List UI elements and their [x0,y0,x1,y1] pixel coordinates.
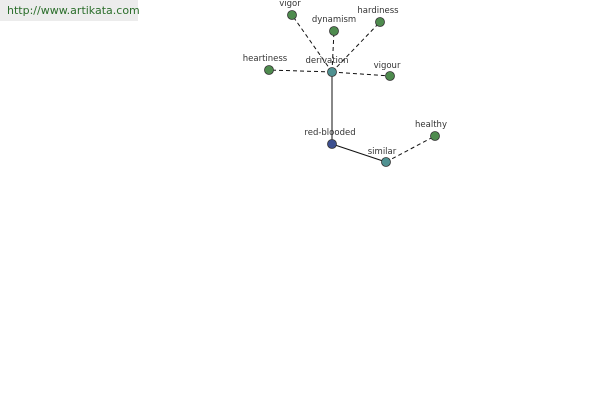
node-circle-derivation[interactable] [327,67,337,77]
node-healthy[interactable]: healthy [415,120,447,141]
node-label-derivation: derivation [305,56,348,66]
node-label-heartiness: heartiness [243,54,288,64]
node-vigour[interactable]: vigour [374,61,401,81]
node-similar[interactable]: similar [368,147,397,167]
node-circle-healthy[interactable] [430,131,440,141]
source-banner: http://www.artikata.com [0,0,140,21]
node-circle-heartiness[interactable] [264,65,274,75]
edge-derivation-vigour [331,71,391,77]
node-label-dynamism: dynamism [312,15,356,25]
edge-derivation-hardiness [331,21,381,73]
edge-red-blooded-similar [331,143,387,163]
node-circle-dynamism[interactable] [329,26,339,36]
node-derivation[interactable]: derivation [305,56,349,77]
node-vigor[interactable]: vigor [279,0,301,20]
node-label-similar: similar [368,147,397,157]
node-red-blooded[interactable]: red-blooded [304,128,356,149]
node-hardiness[interactable]: hardiness [357,6,399,27]
node-label-hardiness: hardiness [357,6,399,16]
node-heartiness[interactable]: heartiness [243,54,288,75]
node-dynamism[interactable]: dynamism [312,15,356,36]
edge-derivation-heartiness [268,69,333,73]
edge-similar-healthy [385,135,436,163]
node-label-red-blooded: red-blooded [304,128,355,138]
source-link[interactable]: http://www.artikata.com [7,4,140,17]
node-circle-similar[interactable] [381,157,391,167]
nodes-layer: red-blooded derivation similar vigor dynamis… [243,0,447,167]
edge-derivation-vigor [291,14,333,73]
node-circle-vigor[interactable] [287,10,297,20]
node-label-vigor: vigor [279,0,301,9]
node-circle-hardiness[interactable] [375,17,385,27]
node-circle-red-blooded[interactable] [327,139,337,149]
node-label-healthy: healthy [415,120,447,130]
node-label-vigour: vigour [374,61,401,71]
edges-layer [268,14,436,163]
node-circle-vigour[interactable] [385,71,395,81]
